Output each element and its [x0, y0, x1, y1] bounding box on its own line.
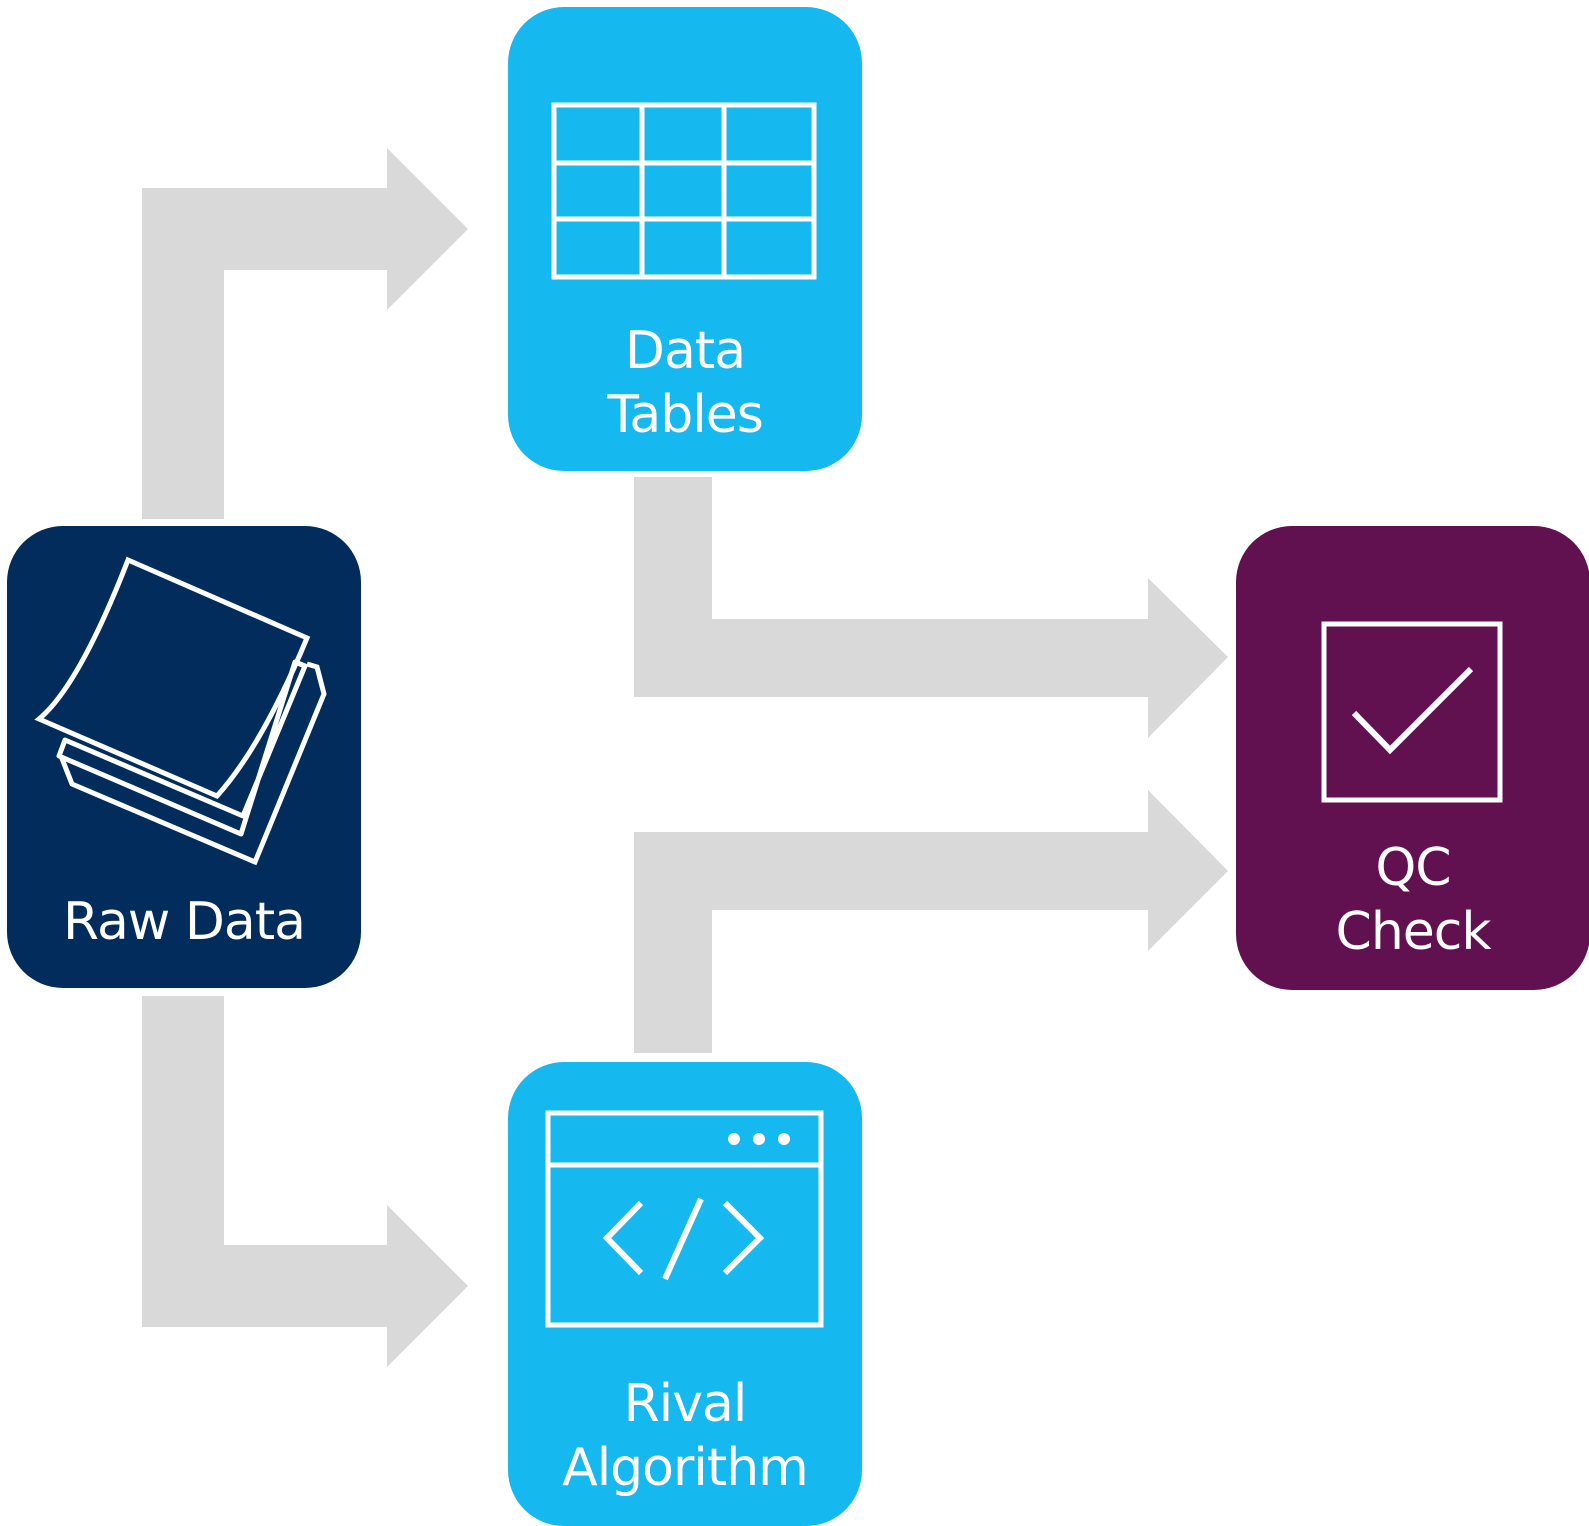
arrow-rival-to-qc	[634, 790, 1228, 1053]
node-rival-algorithm: Rival Algorithm	[508, 1062, 862, 1526]
code-window-icon	[545, 1110, 824, 1328]
table-grid-icon	[551, 102, 817, 280]
node-raw-data: Raw Data	[7, 526, 361, 988]
node-rival-algorithm-label-line2: Algorithm	[562, 1438, 809, 1498]
node-raw-data-label-line1: Raw Data	[62, 892, 306, 952]
node-rival-algorithm-label-line1: Rival	[623, 1374, 748, 1434]
node-data-tables-label-line2: Tables	[607, 385, 764, 445]
window-dots-icon	[728, 1133, 790, 1145]
stacked-pages-icon	[34, 556, 327, 866]
checkbox-icon	[1321, 621, 1503, 803]
node-qc-check-label-line1: QC	[1375, 838, 1451, 898]
arrow-raw-to-rival	[142, 996, 468, 1367]
arrow-tables-to-qc	[634, 477, 1228, 738]
node-rival-algorithm-label: Rival Algorithm	[508, 1372, 862, 1500]
node-data-tables-label-line1: Data	[624, 321, 746, 381]
node-qc-check: QC Check	[1236, 526, 1589, 990]
node-data-tables-label: Data Tables	[508, 319, 862, 447]
node-data-tables: Data Tables	[508, 7, 862, 471]
node-qc-check-label: QC Check	[1236, 836, 1589, 964]
node-raw-data-label: Raw Data	[7, 890, 361, 954]
arrow-raw-to-tables	[142, 148, 468, 519]
node-qc-check-label-line2: Check	[1335, 902, 1492, 962]
